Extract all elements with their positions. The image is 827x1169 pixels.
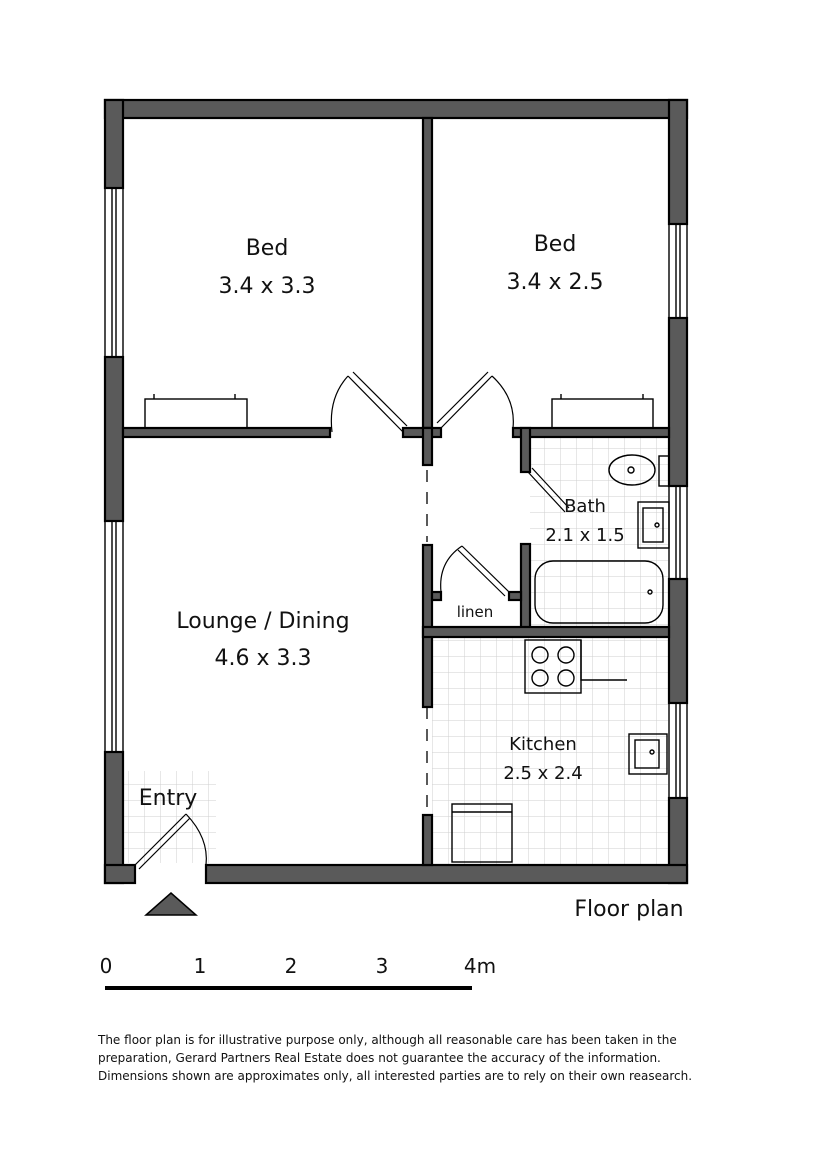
entry-name: Entry bbox=[139, 786, 198, 811]
linen-name: linen bbox=[457, 603, 494, 621]
bed2-name: Bed bbox=[534, 232, 577, 257]
plan-title: Floor plan bbox=[574, 897, 683, 922]
disclaimer-line-1: The floor plan is for illustrative purpo… bbox=[98, 1033, 677, 1047]
interior-walls bbox=[121, 116, 671, 867]
windows bbox=[104, 187, 688, 799]
disclaimer: The floor plan is for illustrative purpo… bbox=[98, 1031, 798, 1085]
bath-name: Bath bbox=[564, 496, 606, 517]
bed1-dims: 3.4 x 3.3 bbox=[219, 274, 316, 299]
lounge-name: Lounge / Dining bbox=[176, 609, 349, 634]
disclaimer-line-2: preparation, Gerard Partners Real Estate… bbox=[98, 1051, 661, 1065]
entry-arrow-icon bbox=[144, 892, 198, 916]
bed2-dims: 3.4 x 2.5 bbox=[507, 270, 604, 295]
bath-dims: 2.1 x 1.5 bbox=[545, 525, 624, 546]
disclaimer-line-3: Dimensions shown are approximates only, … bbox=[98, 1069, 693, 1083]
outer-walls bbox=[103, 98, 689, 885]
scale-label-3: 3 bbox=[376, 954, 389, 978]
fixtures bbox=[144, 394, 670, 863]
doors bbox=[134, 371, 570, 870]
scale-label-0: 0 bbox=[100, 954, 113, 978]
bath-tiles bbox=[530, 437, 668, 627]
scale-label-1: 1 bbox=[194, 954, 207, 978]
kitchen-name: Kitchen bbox=[509, 734, 577, 755]
entry-tiles bbox=[124, 771, 216, 863]
lounge-dims: 4.6 x 3.3 bbox=[215, 646, 312, 671]
scale-label-2: 2 bbox=[285, 954, 298, 978]
scale-bar: 0 1 2 3 4m bbox=[100, 954, 496, 990]
scale-label-4: 4m bbox=[464, 954, 496, 978]
bed1-name: Bed bbox=[246, 236, 289, 261]
kitchen-dims: 2.5 x 2.4 bbox=[503, 763, 582, 784]
